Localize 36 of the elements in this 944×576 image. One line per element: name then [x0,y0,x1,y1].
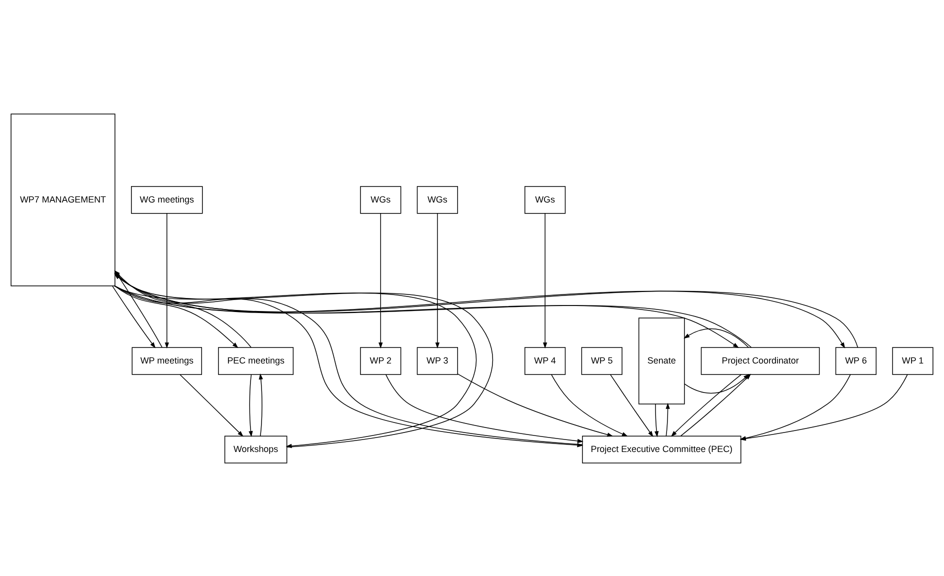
arrow [666,402,670,436]
arrow [248,374,253,437]
node-box: WP meetings [132,346,202,374]
arrow [112,285,156,348]
arrow [258,372,263,436]
arrow [654,403,659,437]
arrow [670,374,742,436]
node-box: WP 6 [835,346,877,374]
arrow [684,328,749,348]
node-box: PEC meetings [218,346,294,374]
node-box: WGs [524,186,566,214]
arrow [386,374,584,443]
node-box: WP7 MANAGEMENT [10,113,116,286]
arrow [114,284,846,348]
node-box: Workshops [224,435,288,463]
node-box: WGs [360,186,402,214]
arrow [435,212,440,348]
arrow [114,284,238,348]
arrow [457,373,614,436]
arrow [164,212,169,348]
arrow [180,374,244,436]
node-box: WP 1 [892,346,934,374]
arrow [550,374,628,436]
node-box: Senate [638,317,685,404]
arrow [378,212,383,348]
node-box: WP 3 [416,346,458,374]
node-box: Project Coordinator [700,346,820,374]
arrow [542,212,548,348]
arrow [114,284,739,348]
arrow [610,374,654,437]
node-box: WP 2 [360,346,402,374]
node-box: Project Executive Committee (PEC) [582,435,742,463]
node-box: WGs [416,186,458,214]
node-box: WP 5 [581,346,622,374]
node-box: WG meetings [131,186,203,214]
node-box: WP 4 [524,346,566,374]
